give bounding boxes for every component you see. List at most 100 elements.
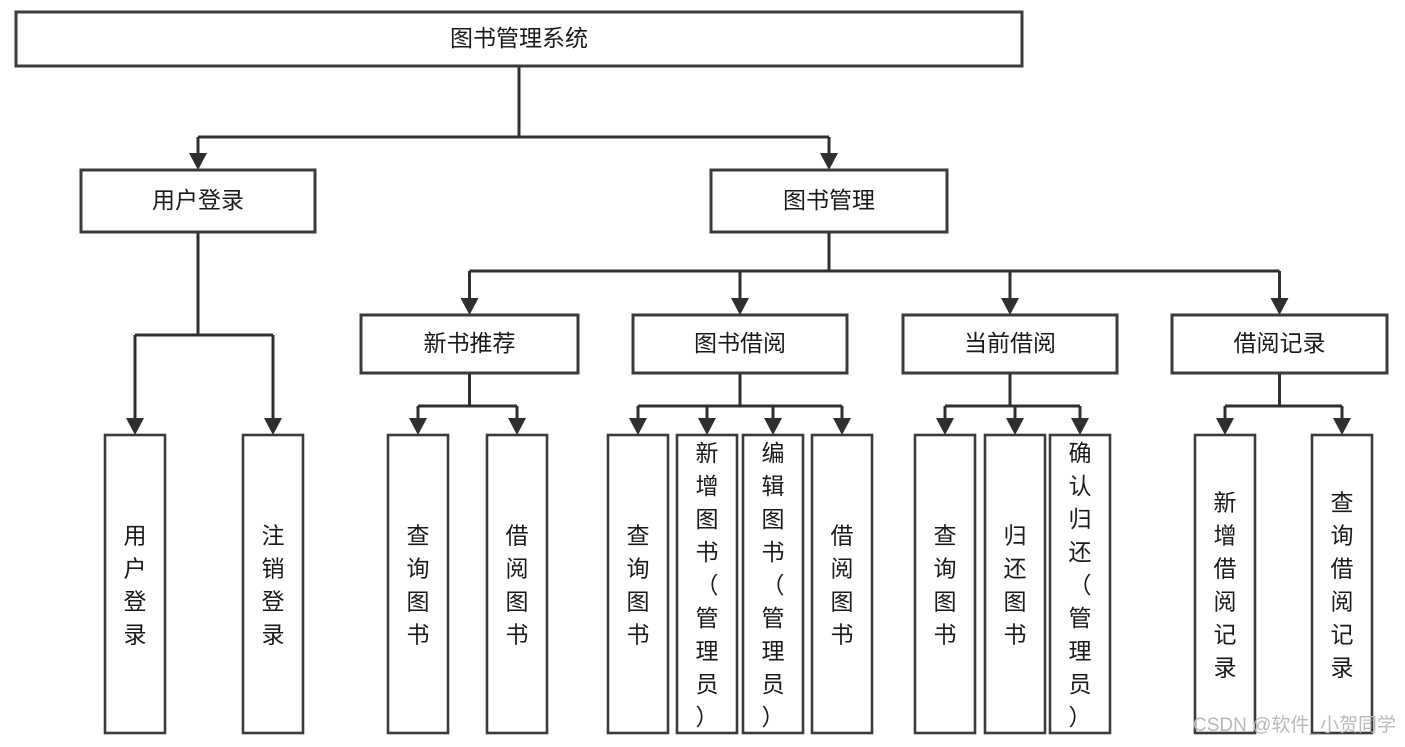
node-leaf-query-book-2-rect[interactable] [606,433,670,735]
node-leaf-confirm-return-label-char: 管 [1069,605,1092,631]
node-root[interactable]: 图书管理系统 [14,10,1024,68]
connector-user-login-to-leaves [126,232,282,435]
node-leaf-borrow-book-2-label-char: 借 [831,523,854,549]
node-leaf-add-book-rect[interactable] [675,433,739,735]
node-leaf-edit-book-label-char: 书 [762,539,785,565]
node-leaf-borrow-book-1-rect[interactable] [485,433,549,735]
node-leaf-query-record-label-char: 阅 [1331,589,1354,615]
node-leaf-add-book-label-char: 新 [696,440,719,466]
node-leaf-query-book-1-rect[interactable] [386,433,450,735]
node-leaf-return-book-rect[interactable] [983,433,1047,735]
node-leaf-query-book-2-label-char: 询 [627,556,650,582]
node-leaf-borrow-book-1-label-char: 借 [506,523,529,549]
node-leaf-user-logout-label-char: 登 [262,589,285,615]
node-leaf-add-record-rect[interactable] [1193,433,1257,735]
node-leaf-query-record-label-char: 录 [1331,655,1354,681]
node-leaf-user-logout-rect[interactable] [241,433,305,735]
node-book-manage[interactable]: 图书管理 [709,168,949,234]
node-leaf-query-record-label-char: 记 [1331,622,1354,648]
node-book-borrow[interactable]: 图书借阅 [631,313,849,375]
node-leaf-add-book-label-char: 增 [696,473,719,499]
node-leaf-query-book-3-label-char: 图 [934,589,957,615]
node-new-book-recommend-label: 新书推荐 [424,330,516,356]
node-borrow-record-rect[interactable] [1170,313,1389,375]
node-leaf-user-login-rect[interactable] [103,433,167,735]
node-user-login[interactable]: 用户登录 [79,168,317,234]
node-leaf-add-book-label-char: 理 [696,638,719,664]
node-leaf-add-book-label-char: （ [696,572,719,598]
node-leaf-borrow-book-1-label-char: 图 [506,589,529,615]
node-leaf-return-book-label-char: 归 [1004,523,1027,549]
node-leaf-add-book-label-char: 书 [696,539,719,565]
node-new-book-recommend[interactable]: 新书推荐 [359,313,580,375]
connector-bookmanage-to-level3 [460,232,1289,315]
node-leaf-query-book-1-label-char: 图 [407,589,430,615]
node-leaf-edit-book-label-char: 员 [762,671,785,697]
csdn-watermark: CSDN @软件_小贺同学 [1193,714,1396,736]
node-current-borrow-rect[interactable] [901,313,1119,375]
node-leaf-borrow-book-2-label-char: 阅 [831,556,854,582]
node-leaf-edit-book-label-char: 管 [762,605,785,631]
node-leaf-edit-book-label-char: （ [762,572,785,598]
node-leaf-borrow-book-1-label-char: 书 [506,622,529,648]
connector-borrow-record-to-leaves [1216,373,1351,435]
node-leaf-edit-book-label-char: 图 [762,506,785,532]
node-leaf-user-login[interactable]: 用户登录 [103,433,167,735]
node-leaf-add-record-label-char: 记 [1214,622,1237,648]
node-book-borrow-rect[interactable] [631,313,849,375]
node-leaf-query-book-2-label-char: 查 [627,523,650,549]
node-leaf-add-book-label-char: 员 [696,671,719,697]
node-root-rect[interactable] [14,10,1024,68]
node-leaf-borrow-book-1-label-char: 阅 [506,556,529,582]
node-borrow-record-label: 借阅记录 [1234,330,1326,356]
node-current-borrow[interactable]: 当前借阅 [901,313,1119,375]
node-leaf-query-book-3-label-char: 书 [934,622,957,648]
node-leaf-confirm-return-label-char: ） [1069,704,1092,730]
node-user-login-label: 用户登录 [152,187,244,213]
node-leaf-user-login-label-char: 登 [124,589,147,615]
node-leaf-confirm-return-label-char: 归 [1069,506,1092,532]
node-book-manage-label: 图书管理 [783,187,875,213]
node-borrow-record[interactable]: 借阅记录 [1170,313,1389,375]
node-leaf-borrow-book-2-label-char: 书 [831,622,854,648]
node-leaf-edit-book-label-char: 编 [762,440,785,466]
node-leaf-query-book-3-rect[interactable] [913,433,977,735]
node-book-borrow-label: 图书借阅 [694,330,786,356]
node-leaf-add-book-label-char: 管 [696,605,719,631]
node-leaf-confirm-return-rect[interactable] [1048,433,1112,735]
node-leaf-user-logout-label-char: 销 [262,556,285,582]
node-leaf-query-book-2-label-char: 图 [627,589,650,615]
node-leaf-edit-book-label-char: 理 [762,638,785,664]
node-book-manage-rect[interactable] [709,168,949,234]
node-leaf-borrow-book-2-label-char: 图 [831,589,854,615]
node-leaf-confirm-return-label-char: 认 [1069,473,1092,499]
node-leaf-borrow-book-2-rect[interactable] [810,433,874,735]
connector-book-borrow-to-leaves [629,373,851,435]
node-leaf-query-record-label-char: 询 [1331,523,1354,549]
node-leaf-return-book-label-char: 书 [1004,622,1027,648]
node-leaf-edit-book-rect[interactable] [741,433,805,735]
node-leaf-query-record-rect[interactable] [1310,433,1374,735]
connector-current-borrow-to-leaves [936,373,1089,435]
node-leaf-add-record-label-char: 借 [1214,556,1237,582]
node-leaf-confirm-return-label-char: 确 [1069,440,1092,466]
node-user-login-rect[interactable] [79,168,317,234]
node-new-book-recommend-rect[interactable] [359,313,580,375]
node-leaf-edit-book-label-char: 辑 [762,473,785,499]
node-current-borrow-label: 当前借阅 [964,330,1056,356]
node-leaf-confirm-return-label-char: 还 [1069,539,1092,565]
